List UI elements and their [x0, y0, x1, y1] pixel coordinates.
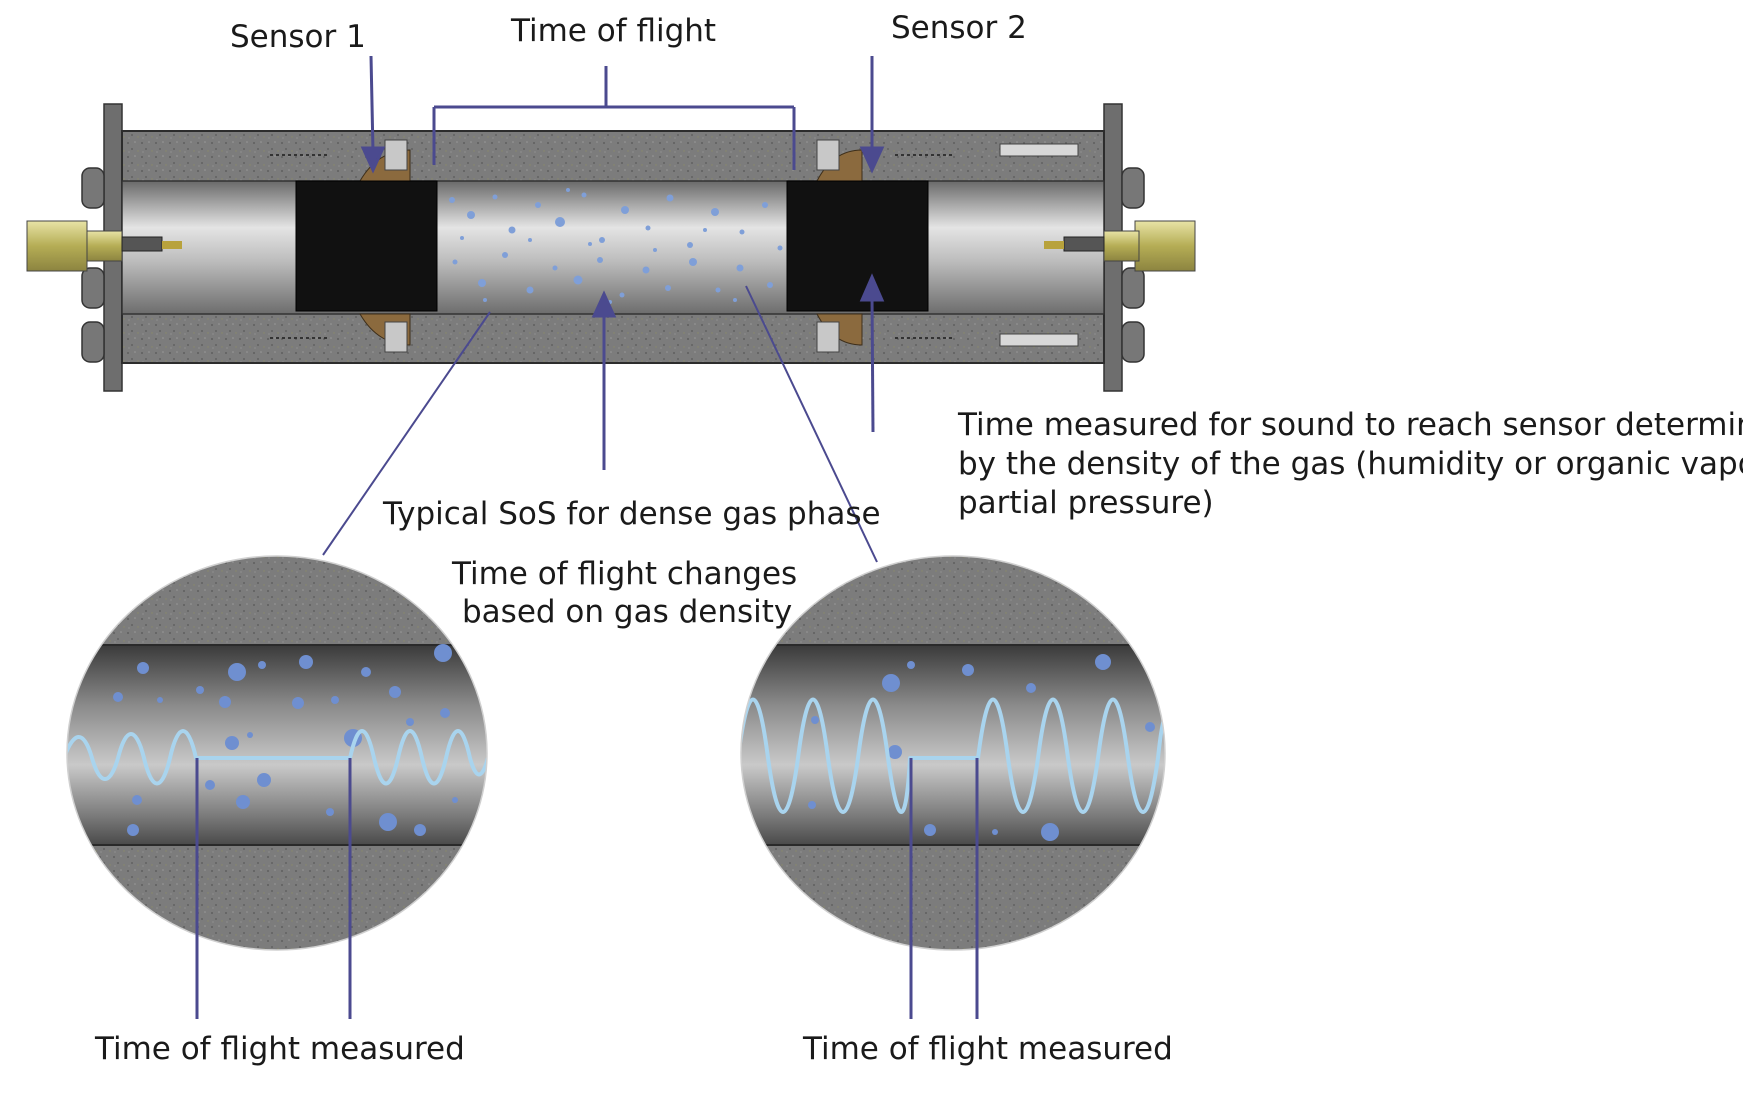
time-of-flight-label: Time of flight [510, 13, 716, 49]
time-measured-line-3: partial pressure) [958, 485, 1214, 521]
time-measured-arrow [859, 273, 885, 433]
right-bolts [1121, 167, 1145, 363]
time-measured-line-1: Time measured for sound to reach sensor … [957, 407, 1743, 443]
tof-measured-right-label: Time of flight measured [802, 1031, 1173, 1067]
sensor-2-arrow [859, 56, 885, 174]
sensor-housing [26, 103, 1196, 392]
right-zoom-particles [808, 654, 1155, 841]
right-sound-wave [741, 697, 1165, 814]
time-of-flight-bracket [432, 66, 796, 170]
fastener-slots [999, 143, 1079, 347]
sensor-1-arrow [360, 55, 386, 174]
tof-changes-line-2: based on gas density [462, 594, 792, 630]
sensor-2-block [786, 180, 929, 312]
left-sound-wave [67, 729, 487, 786]
right-callout-line [745, 285, 878, 563]
tof-changes-line-1: Time of flight changes [451, 556, 797, 592]
left-bolts [81, 167, 105, 363]
typical-sos-label: Typical SoS for dense gas phase [382, 496, 881, 532]
sensor-1-block [295, 180, 438, 312]
right-connector [1044, 220, 1196, 272]
right-zoom-view [740, 555, 1166, 1019]
left-zoom-view [66, 555, 488, 1019]
gas-bore [121, 180, 1105, 315]
springs [270, 149, 1075, 341]
retaining-blocks [384, 139, 840, 353]
typical-sos-arrow [591, 290, 617, 470]
gas-particles [449, 188, 783, 304]
sensor-2-label: Sensor 2 [891, 10, 1027, 46]
tof-measured-left-label: Time of flight measured [94, 1031, 465, 1067]
left-connector [26, 220, 182, 272]
left-callout-line [322, 311, 491, 556]
left-zoom-particles [113, 644, 458, 836]
sensor-1-label: Sensor 1 [230, 19, 366, 55]
time-measured-line-2: by the density of the gas (humidity or o… [958, 446, 1743, 482]
